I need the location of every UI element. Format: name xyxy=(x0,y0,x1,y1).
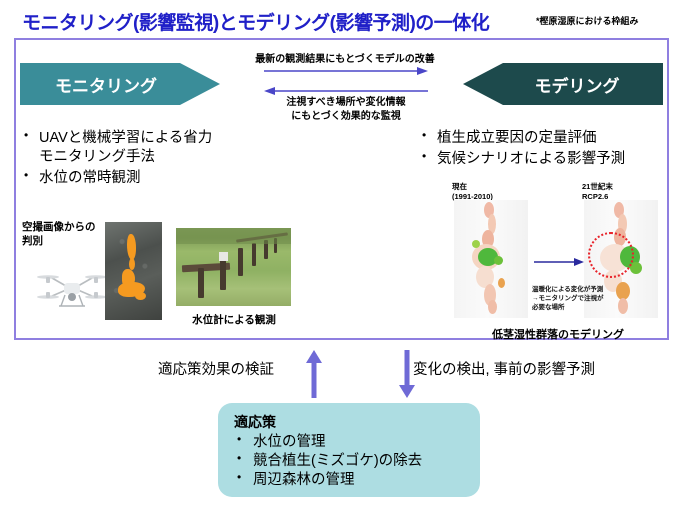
banner-monitoring: モニタリング xyxy=(20,63,220,105)
map-cell xyxy=(482,230,494,248)
map-cell xyxy=(498,278,505,288)
map-cell xyxy=(472,240,480,248)
list-item: 周辺森林の管理 xyxy=(234,470,480,490)
map-cell xyxy=(618,214,627,234)
photo-detail xyxy=(274,238,277,253)
map-cell xyxy=(488,214,496,234)
adaptation-bullet-list: 水位の管理 競合植生(ミズゴケ)の除去 周辺森林の管理 xyxy=(234,432,480,490)
photo-detail xyxy=(219,252,228,261)
photo-detail xyxy=(252,243,256,266)
arrow-down-icon xyxy=(398,350,416,398)
adaptation-measures-box: 適応策 水位の管理 競合植生(ミズゴケ)の除去 周辺森林の管理 xyxy=(218,403,480,497)
modeling-bullet-list: 植生成立要因の定量評価 気候シナリオによる影響予測 xyxy=(420,128,670,171)
flow-label-verification: 適応策効果の検証 xyxy=(158,362,274,378)
monitoring-bullet-list: UAVと機械学習による省力 モニタリング手法 水位の常時観測 xyxy=(22,128,272,190)
classified-region xyxy=(135,292,146,300)
arrow-up-icon xyxy=(305,350,323,398)
page-title: モニタリング(影響監視)とモデリング(影響予測)の一体化 xyxy=(22,13,490,34)
photo-detail xyxy=(198,268,204,298)
banner-monitoring-label: モニタリング xyxy=(55,76,157,96)
list-item: 競合植生(ミズゴケ)の除去 xyxy=(234,451,480,471)
water-gauge-caption: 水位計による観測 xyxy=(192,314,276,326)
arrow-left-icon xyxy=(264,86,428,96)
photo-detail xyxy=(220,256,226,290)
flow-label-detection: 変化の検出, 事前の影響予測 xyxy=(413,362,596,378)
map-current-label: 現在 (1991-2010) xyxy=(452,182,493,201)
map-cell xyxy=(478,248,498,266)
classified-region xyxy=(129,258,135,270)
focus-area-circle xyxy=(588,232,634,278)
classified-region xyxy=(127,234,136,260)
map-cell xyxy=(488,300,497,314)
water-gauge-photo xyxy=(176,228,291,306)
arrow-right-icon xyxy=(264,66,428,76)
map-panel-current xyxy=(454,200,528,318)
aerial-image-caption: 空撮画像からの 判別 xyxy=(22,221,96,248)
list-item: 植生成立要因の定量評価 xyxy=(420,128,670,148)
model-change-arrow-icon xyxy=(534,254,584,266)
map-cell xyxy=(630,262,642,274)
exchange-top-label: 最新の観測結果にもとづくモデルの改善 xyxy=(255,54,435,65)
map-cell xyxy=(484,202,494,218)
model-annotation: 温暖化による変化が予測 →モニタリングで注視が 必要な場所 xyxy=(532,286,604,311)
list-item: 気候シナリオによる影響予測 xyxy=(420,149,670,169)
map-cell xyxy=(476,266,494,288)
modeling-figure: 現在 (1991-2010) 21世紀末 RCP2.6 温暖化による変化が予測 … xyxy=(452,182,664,334)
map-cell xyxy=(618,298,628,314)
aerial-classification-photo xyxy=(105,222,162,320)
banner-modeling: モデリング xyxy=(463,63,663,105)
title-note: *樫原湿原における枠組み xyxy=(536,16,639,26)
map-future-label: 21世紀末 RCP2.6 xyxy=(582,182,613,201)
drone-photo xyxy=(34,262,110,314)
banner-modeling-label: モデリング xyxy=(534,76,620,96)
list-item: 水位の管理 xyxy=(234,432,480,452)
photo-detail xyxy=(238,248,243,276)
map-cell xyxy=(614,202,624,218)
list-item: 水位の常時観測 xyxy=(22,168,272,188)
map-cell xyxy=(616,282,630,300)
exchange-bottom-label: 注視すべき場所や変化情報 にもとづく効果的な監視 xyxy=(286,97,406,122)
photo-detail xyxy=(264,240,268,259)
map-cell xyxy=(494,256,503,265)
list-item: UAVと機械学習による省力 モニタリング手法 xyxy=(22,128,272,167)
photo-detail xyxy=(176,228,291,244)
modeling-figure-caption: 低茎湿性群落のモデリング xyxy=(492,329,624,341)
adaptation-title: 適応策 xyxy=(234,414,276,430)
